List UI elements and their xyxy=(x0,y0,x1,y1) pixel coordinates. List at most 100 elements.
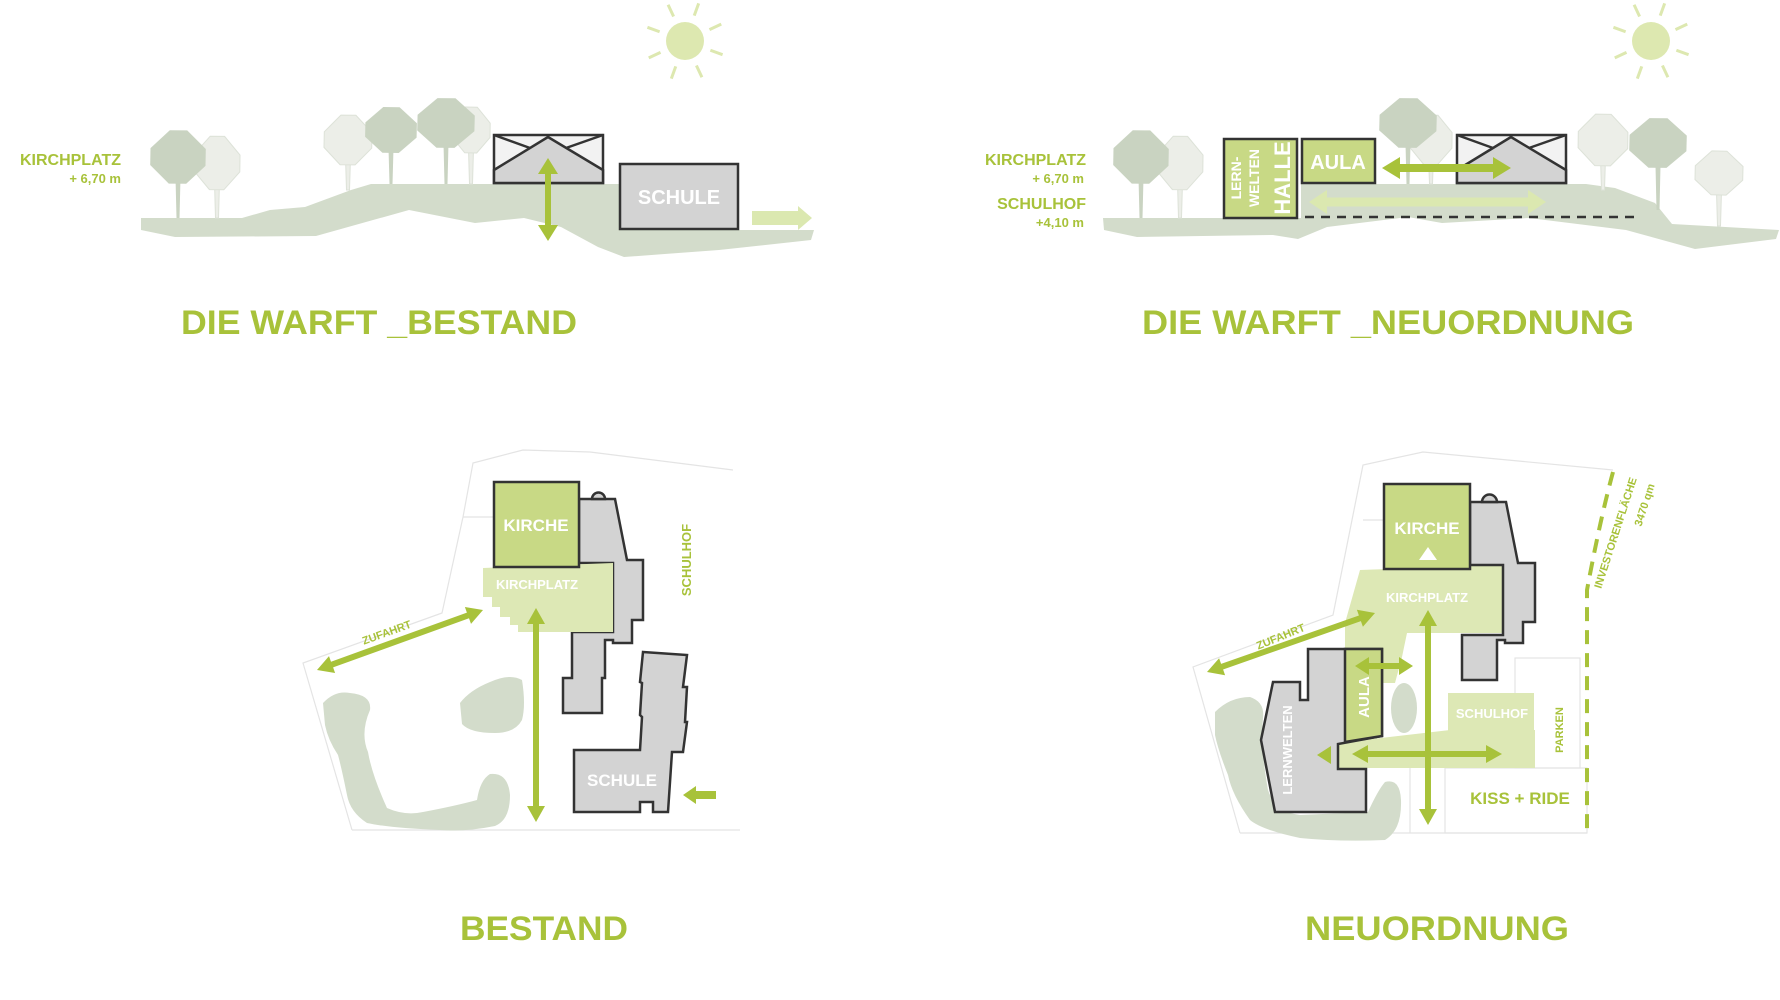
arrow-icon xyxy=(683,786,716,804)
arrows xyxy=(538,158,812,241)
sun-disc xyxy=(666,22,704,60)
sun-ray xyxy=(1614,51,1628,60)
tree-canopy xyxy=(1694,150,1744,196)
sun-ray xyxy=(646,25,661,34)
church-section xyxy=(1455,133,1568,185)
parken-label: PARKEN xyxy=(1554,707,1566,753)
entrance-triangle-icon xyxy=(1419,547,1437,560)
kirchplatz-height: + 6,70 m xyxy=(69,171,121,186)
sun-disc xyxy=(1632,22,1670,60)
kirchplatz-label: KIRCHPLATZ xyxy=(1386,590,1468,605)
ground-profile xyxy=(141,184,814,257)
tree-icon xyxy=(1629,118,1687,210)
site-outline xyxy=(302,449,734,831)
arrow-icon xyxy=(752,206,812,230)
tree-canopy xyxy=(323,114,373,166)
kirchplatz-area xyxy=(483,563,613,632)
tree-icon xyxy=(417,98,475,184)
arrow-left-icon xyxy=(1317,746,1331,764)
lernwelten-label-1: LERN- xyxy=(1228,156,1244,199)
arrows xyxy=(1309,157,1546,214)
sun-ray xyxy=(695,64,704,78)
plan-bestand: KIRCHE KIRCHPLATZ SCHULE SCHULHOF ZUFAHR… xyxy=(302,449,740,948)
investorenflaeche-label: INVESTORENFLÄCHE xyxy=(1592,476,1640,590)
kirche-label: KIRCHE xyxy=(1394,519,1459,538)
green-area xyxy=(460,676,524,733)
aula-building xyxy=(1343,647,1384,744)
kirche-label: KIRCHE xyxy=(503,516,568,535)
site-outline xyxy=(1192,451,1614,834)
schulhof-label: SCHULHOF xyxy=(997,196,1086,213)
sun-ray xyxy=(709,48,724,57)
schulhof-label: SCHULHOF xyxy=(679,524,694,596)
tree-icon xyxy=(1113,130,1169,218)
sun-ray xyxy=(708,22,722,31)
sun-ray xyxy=(1658,2,1667,17)
sun-ray xyxy=(1635,65,1644,80)
tree-canopy xyxy=(1577,113,1629,167)
kirche-building xyxy=(492,480,581,569)
double-arrow-icon xyxy=(1309,190,1546,214)
tree-canopy xyxy=(365,107,417,153)
schule-label: SCHULE xyxy=(638,187,720,209)
section-neuordnung: LERN- WELTEN HALLE AULA KIRCHPLATZ + 6,7… xyxy=(985,2,1779,342)
adjacent-building xyxy=(1460,500,1537,682)
sun-ray xyxy=(648,51,662,60)
tree-canopy xyxy=(150,130,206,184)
tree-icon xyxy=(1694,150,1744,227)
double-arrow-icon xyxy=(1207,609,1375,676)
tree-canopy xyxy=(417,98,475,148)
title-neuordnung: NEUORDNUNG xyxy=(1305,910,1569,948)
aula-label: AULA xyxy=(1356,676,1373,718)
double-arrow-icon xyxy=(317,607,483,673)
sun-ray xyxy=(692,2,701,17)
sun-icon xyxy=(1612,2,1690,80)
investor-boundary-dashed xyxy=(1585,471,1615,835)
aula-section: AULA xyxy=(1300,137,1377,185)
lernwelten-halle-section: LERN- WELTEN HALLE xyxy=(1222,137,1299,220)
tree-icon xyxy=(323,114,373,191)
tree-canopy xyxy=(1379,98,1437,148)
sun-ray xyxy=(666,4,675,18)
sun-icon xyxy=(646,2,724,80)
sun-ray xyxy=(1612,25,1627,34)
kirchplatz-label: KIRCHPLATZ xyxy=(496,577,578,592)
schulhof-height: +4,10 m xyxy=(1036,215,1084,230)
double-arrow-icon xyxy=(538,158,558,241)
plan-neuordnung: KIRCHE KIRCHPLATZ AULA LERNWELTEN SCHULH… xyxy=(1192,451,1658,948)
schule-label: SCHULE xyxy=(587,771,657,790)
tree-icon xyxy=(150,130,206,218)
double-arrow-icon xyxy=(527,608,545,822)
double-arrow-icon xyxy=(1352,745,1502,763)
section-bestand: SCHULE KIRCHPLATZ + 6,70 m DIE WARFT _BE… xyxy=(20,2,814,342)
tree-icon xyxy=(1577,113,1629,191)
kirchplatz-label: KIRCHPLATZ xyxy=(985,152,1086,169)
aula-label: AULA xyxy=(1310,152,1366,174)
kirchplatz-height: + 6,70 m xyxy=(1032,171,1084,186)
title-warft-neuordnung: DIE WARFT _NEUORDNUNG xyxy=(1142,304,1634,342)
halle-label: HALLE xyxy=(1270,141,1295,214)
title-warft-bestand: DIE WARFT _BESTAND xyxy=(181,304,577,342)
sun-ray xyxy=(1674,22,1688,31)
tree-canopy xyxy=(1629,118,1687,168)
schule-section: SCHULE xyxy=(618,162,740,231)
schulhof-label: SCHULHOF xyxy=(1456,706,1528,721)
sun-ray xyxy=(669,65,678,80)
green-area xyxy=(323,692,510,831)
trees xyxy=(150,98,491,219)
double-arrow-icon xyxy=(1419,610,1437,825)
tree-icon xyxy=(365,107,417,184)
double-arrow-icon xyxy=(1355,657,1413,675)
schulhof-lower-area xyxy=(1338,730,1535,768)
sun-ray xyxy=(1661,64,1670,78)
schule-building xyxy=(572,650,689,814)
kiss-ride-label: KISS + RIDE xyxy=(1470,789,1570,808)
lernwelten-label-2: WELTEN xyxy=(1246,149,1262,207)
tree-canopy xyxy=(1113,130,1169,184)
arrows xyxy=(317,607,716,822)
lernwelten-label: LERNWELTEN xyxy=(1280,705,1295,794)
trees xyxy=(1113,98,1744,227)
arrows xyxy=(1207,609,1502,825)
sun-ray xyxy=(1632,4,1641,18)
